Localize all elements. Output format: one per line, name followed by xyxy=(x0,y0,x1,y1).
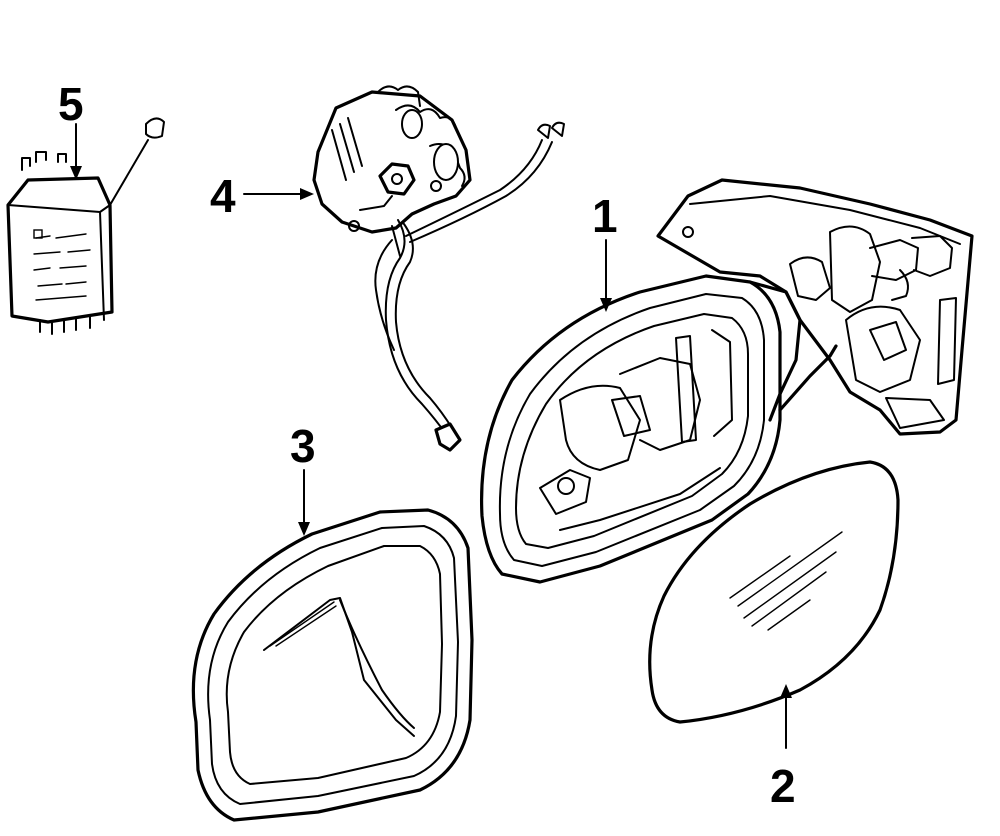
callout-2: 2 xyxy=(770,760,796,812)
relay-label-markings xyxy=(33,229,91,301)
mirror-motor[interactable] xyxy=(243,85,565,452)
relay[interactable] xyxy=(6,117,165,335)
mirror-housing[interactable] xyxy=(479,178,974,584)
callout-5: 5 xyxy=(58,78,84,130)
mirror-glass[interactable] xyxy=(648,460,900,749)
mirror-cover-bezel[interactable] xyxy=(191,469,474,822)
callout-4: 4 xyxy=(210,170,236,222)
callout-1: 1 xyxy=(592,190,618,242)
glass-reflection-lines xyxy=(729,531,843,631)
callout-3: 3 xyxy=(290,420,316,472)
